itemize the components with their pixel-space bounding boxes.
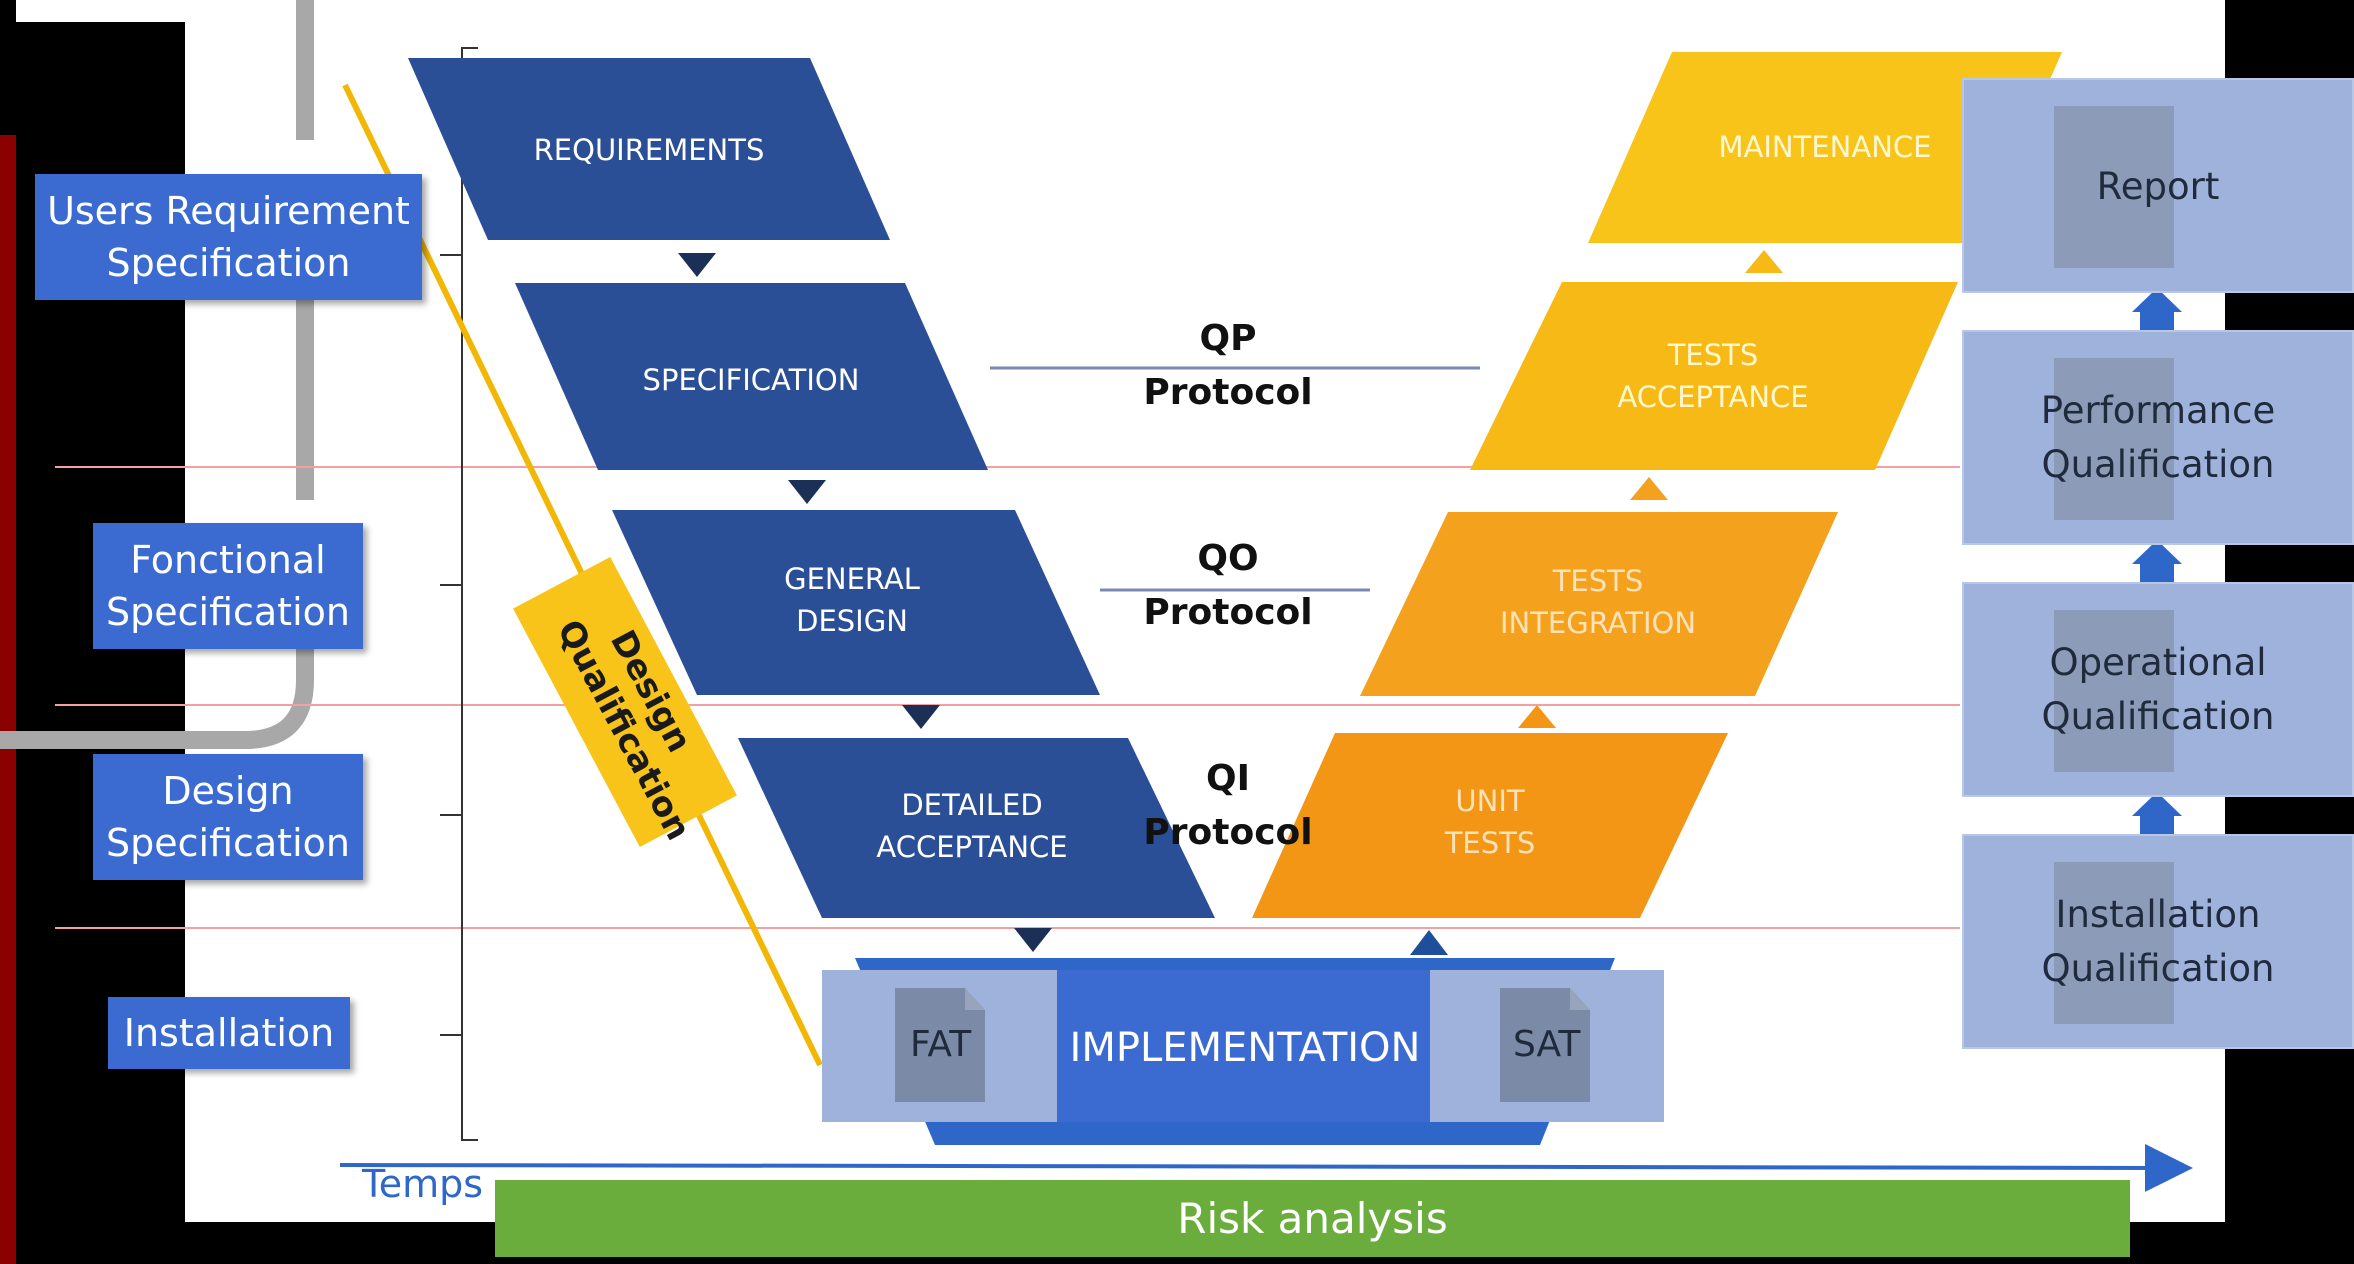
stage-label-line: DESIGN	[796, 604, 908, 638]
stage-unit-tests	[1252, 733, 1728, 918]
qual-report: Report	[1962, 78, 2354, 293]
qual-performance-label: Performance Qualification	[2040, 389, 2276, 486]
protocol-qi: QI Protocol	[1143, 758, 1313, 853]
stage-label-tests-acceptance: TESTS ACCEPTANCE	[1617, 338, 1808, 414]
document-icon	[965, 988, 985, 1010]
document-icon	[1570, 988, 1590, 1010]
stage-label-line: GENERAL	[784, 562, 920, 596]
spec-installation: Installation	[108, 997, 350, 1069]
stage-label-line: INTEGRATION	[1500, 606, 1696, 640]
stage-requirements	[408, 58, 890, 240]
phase-bracket	[461, 47, 478, 1141]
stage-specification	[515, 283, 988, 470]
blue-up-arrow	[2132, 288, 2182, 330]
grey-connector	[0, 630, 314, 749]
down-arrow	[678, 253, 716, 277]
protocol-qp: QP Protocol	[1143, 318, 1313, 413]
stage-label-tests-integration: TESTS INTEGRATION	[1500, 564, 1696, 640]
down-arrow	[788, 480, 826, 504]
blue-up-arrow	[2132, 540, 2182, 582]
qual-installation-label: Installation Qualification	[2041, 893, 2275, 990]
spec-fonctional: Fonctional Specification	[93, 523, 363, 649]
stage-label-line: TESTS	[1667, 338, 1759, 372]
stage-label-general-design: GENERAL DESIGN	[784, 562, 920, 638]
stage-maintenance	[1588, 52, 2062, 243]
qual-performance: Performance Qualification	[1962, 330, 2354, 545]
down-arrow	[902, 705, 940, 729]
design-qualification-box	[513, 556, 737, 848]
spec-users-requirement: Users Requirement Specification	[35, 174, 422, 300]
stage-label-detailed-acceptance: DETAILED ACCEPTANCE	[876, 788, 1067, 864]
qual-installation: Installation Qualification	[1962, 834, 2354, 1049]
spec-design: Design Specification	[93, 754, 363, 880]
down-arrow	[1014, 928, 1052, 952]
fat-label: FAT	[910, 1024, 972, 1065]
document-icon	[2054, 610, 2174, 772]
up-arrow	[1410, 930, 1448, 955]
document-icon	[2054, 106, 2174, 268]
qual-operational-label: Operational Qualification	[2041, 641, 2275, 738]
stage-tests-acceptance	[1470, 282, 1958, 470]
stage-label-line: DETAILED	[901, 788, 1042, 822]
stage-label-line: ACCEPTANCE	[876, 830, 1067, 864]
top-left-white	[16, 0, 276, 22]
stage-detailed-acceptance	[738, 738, 1215, 918]
stage-label-requirements: REQUIREMENTS	[534, 133, 765, 167]
time-axis	[339, 1143, 2193, 1192]
left-red-strip	[0, 135, 16, 1264]
up-arrow	[1630, 477, 1668, 500]
stage-label-line: UNIT	[1455, 784, 1524, 818]
stage-tests-integration	[1360, 512, 1838, 696]
stage-label-maintenance: MAINTENANCE	[1719, 130, 1932, 164]
stage-label-line: TESTS	[1552, 564, 1644, 598]
document-icon	[895, 988, 985, 1102]
blue-up-arrow	[2132, 792, 2182, 834]
qual-report-label: Report	[2096, 165, 2220, 208]
protocol-qo: QO Protocol	[1143, 538, 1313, 633]
stage-general-design	[612, 510, 1100, 695]
document-icon	[1500, 988, 1590, 1102]
stage-label-line: ACCEPTANCE	[1617, 380, 1808, 414]
qual-operational: Operational Qualification	[1962, 582, 2354, 797]
up-arrow	[1518, 705, 1556, 728]
implementation-label: IMPLEMENTATION	[1069, 1025, 1421, 1071]
document-icon	[2054, 358, 2174, 520]
up-arrow	[1745, 250, 1783, 273]
stage-label-line: TESTS	[1444, 826, 1536, 860]
time-axis-label: Temps	[362, 1162, 484, 1206]
stage-label-unit-tests: UNIT TESTS	[1444, 784, 1536, 860]
document-icon	[2054, 862, 2174, 1024]
risk-analysis-bar: Risk analysis	[495, 1180, 2130, 1257]
sat-label: SAT	[1513, 1024, 1581, 1065]
stage-label-specification: SPECIFICATION	[643, 363, 860, 397]
